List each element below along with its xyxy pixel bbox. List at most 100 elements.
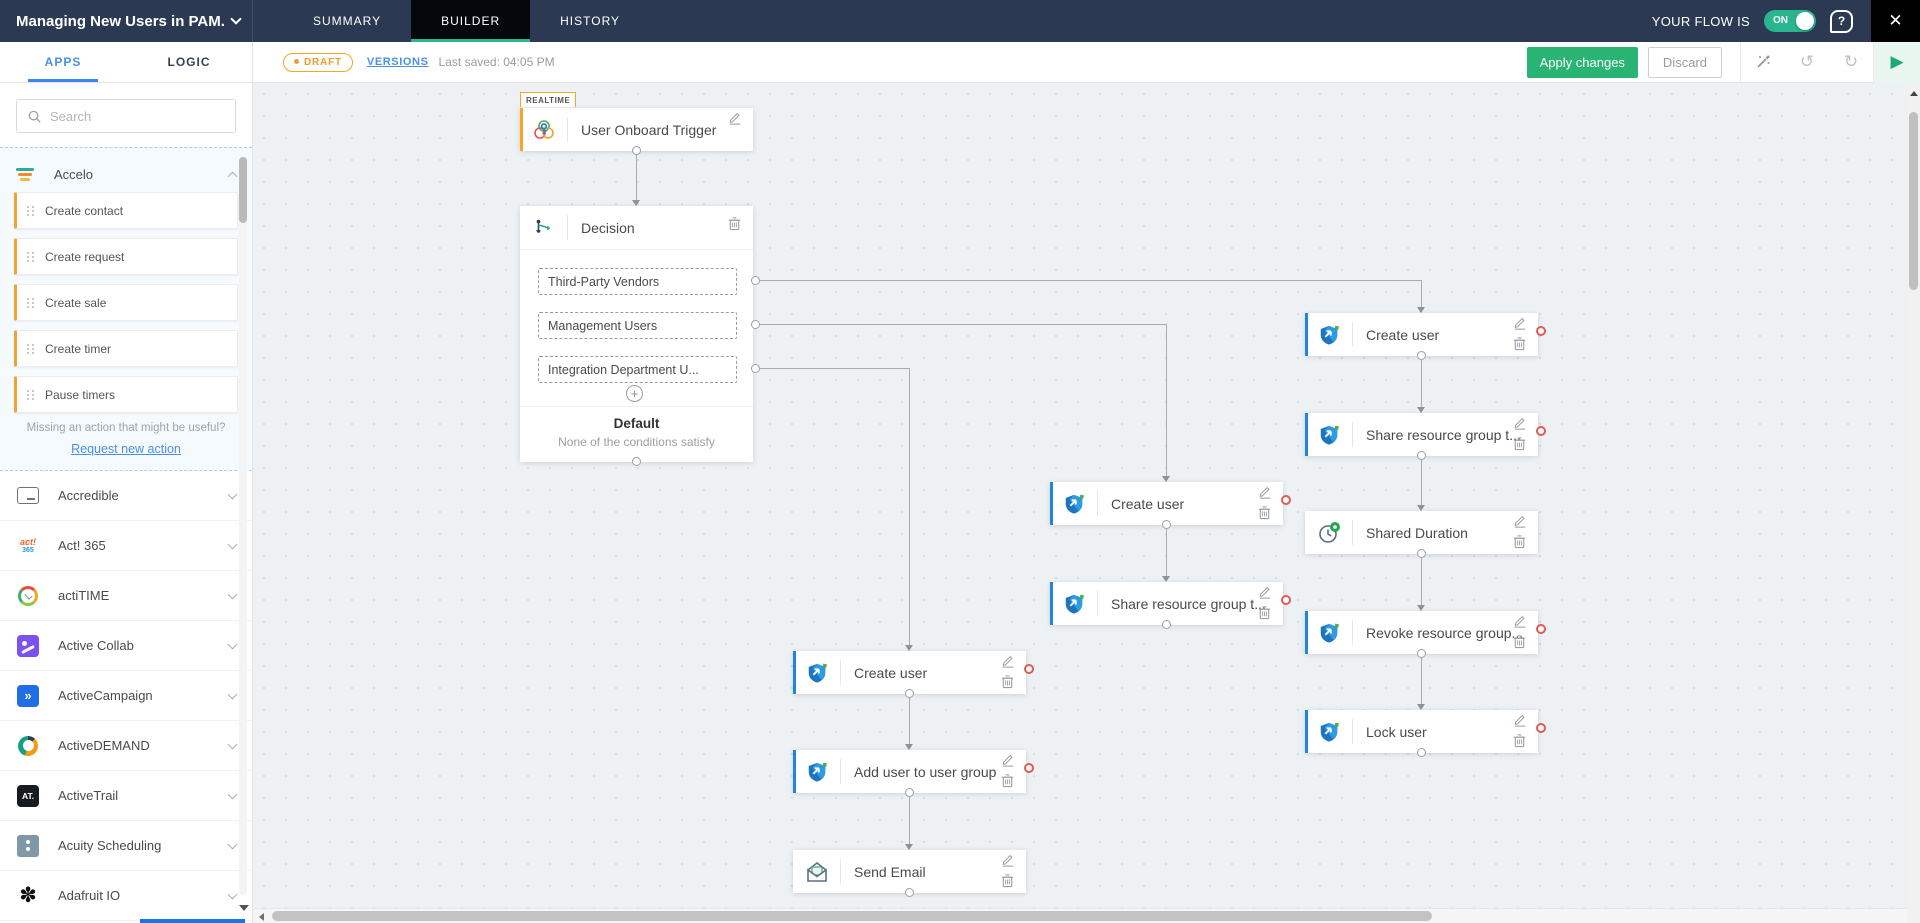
sidebar-scrollbar[interactable] [239, 157, 247, 895]
scroll-up-icon[interactable] [1910, 91, 1918, 96]
close-icon[interactable]: ✕ [1871, 0, 1920, 42]
node-shared-duration[interactable]: Shared Duration [1305, 511, 1538, 554]
flow-title-menu[interactable]: Managing New Users in PAM... [0, 0, 253, 42]
output-port[interactable] [1417, 649, 1426, 658]
node-share-resource-group[interactable]: Share resource group t... [1050, 582, 1291, 625]
action-create-contact[interactable]: Create contact [14, 192, 238, 229]
node-create-user[interactable]: Create user [793, 651, 1034, 694]
undo-icon[interactable]: ↺ [1799, 52, 1815, 71]
output-port[interactable] [1162, 520, 1171, 529]
discard-button[interactable]: Discard [1647, 46, 1722, 78]
sidebar-item-accelo[interactable]: Accelo [0, 156, 252, 192]
flow-on-toggle[interactable]: ON [1764, 10, 1816, 32]
sidebar-item-actitime[interactable]: actiTIME [0, 571, 252, 621]
hscroll-thumb[interactable] [272, 911, 1432, 921]
branch-port[interactable] [751, 364, 760, 373]
delete-icon[interactable] [1512, 436, 1527, 451]
edit-icon[interactable] [1513, 713, 1527, 727]
action-label: Create request [45, 249, 125, 264]
sidebar-scroll-thumb[interactable] [239, 157, 247, 223]
output-port[interactable] [632, 457, 641, 466]
output-port[interactable] [632, 146, 641, 155]
canvas-vertical-scrollbar[interactable] [1907, 83, 1920, 923]
sidebar-item-act-365[interactable]: act!365 Act! 365 [0, 521, 252, 571]
branch-port[interactable] [751, 320, 760, 329]
vscroll-thumb[interactable] [1909, 112, 1918, 290]
delete-icon[interactable] [1257, 605, 1272, 620]
delete-icon[interactable] [1512, 634, 1527, 649]
output-port[interactable] [1417, 351, 1426, 360]
sidebar-item-active-collab[interactable]: Active Collab [0, 621, 252, 671]
sidebar-item-activetrail[interactable]: AT. ActiveTrail [0, 771, 252, 821]
output-port[interactable] [905, 888, 914, 897]
branch-management-users[interactable]: Management Users [538, 312, 737, 339]
redo-icon[interactable]: ↻ [1843, 52, 1859, 71]
delete-icon[interactable] [1257, 505, 1272, 520]
flow-canvas[interactable]: REALTIME User Onboard Trigger Decision T… [253, 83, 1920, 923]
sidebar-item-accredible[interactable]: Accredible [0, 471, 252, 521]
edit-icon[interactable] [1001, 853, 1015, 867]
scroll-left-icon[interactable] [259, 913, 264, 921]
help-icon[interactable]: ? [1830, 9, 1853, 33]
edit-icon[interactable] [1513, 614, 1527, 628]
tab-builder[interactable]: BUILDER [411, 0, 531, 42]
sidebar-item-activedemand[interactable]: ActiveDEMAND [0, 721, 252, 771]
apply-changes-button[interactable]: Apply changes [1526, 46, 1638, 78]
node-create-user[interactable]: Create user [1050, 482, 1291, 525]
node-lock-user[interactable]: Lock user [1305, 710, 1546, 753]
node-revoke-resource-group[interactable]: Revoke resource group... [1305, 611, 1546, 654]
node-decision[interactable]: Decision Third-Party Vendors Management … [520, 206, 753, 462]
sidebar-scroll-down-icon[interactable] [239, 905, 249, 911]
edit-icon[interactable] [1513, 514, 1527, 528]
sidebar-item-activecampaign[interactable]: » ActiveCampaign [0, 671, 252, 721]
default-branch[interactable]: Default None of the conditions satisfy [520, 406, 753, 449]
tab-logic[interactable]: LOGIC [167, 55, 211, 69]
output-port[interactable] [1162, 620, 1171, 629]
node-send-email[interactable]: Send Email [793, 850, 1026, 893]
versions-link[interactable]: VERSIONS [366, 56, 429, 68]
output-port[interactable] [905, 689, 914, 698]
edit-icon[interactable] [1001, 654, 1015, 668]
delete-icon[interactable] [1512, 336, 1527, 351]
tab-summary[interactable]: SUMMARY [313, 14, 382, 28]
action-create-request[interactable]: Create request [14, 238, 238, 275]
search-input[interactable] [50, 108, 225, 124]
action-pause-timers[interactable]: Pause timers [14, 376, 238, 413]
branch-integration-department[interactable]: Integration Department U... [538, 356, 737, 383]
output-port[interactable] [1417, 549, 1426, 558]
output-port[interactable] [905, 788, 914, 797]
output-port[interactable] [1417, 748, 1426, 757]
node-create-user[interactable]: Create user [1305, 313, 1546, 356]
run-flow-button[interactable]: ▶ [1873, 41, 1920, 83]
delete-icon[interactable] [1000, 773, 1015, 788]
branch-third-party-vendors[interactable]: Third-Party Vendors [538, 268, 737, 295]
tab-apps[interactable]: APPS [0, 42, 126, 82]
action-create-timer[interactable]: Create timer [14, 330, 238, 367]
delete-icon[interactable] [1000, 674, 1015, 689]
action-create-sale[interactable]: Create sale [14, 284, 238, 321]
output-port[interactable] [1417, 451, 1426, 460]
add-branch-icon[interactable]: + [626, 385, 643, 402]
app-name: Act! 365 [58, 538, 106, 553]
edit-icon[interactable] [1513, 316, 1527, 330]
delete-icon[interactable] [727, 216, 742, 231]
canvas-horizontal-scrollbar[interactable] [253, 908, 1907, 923]
sidebar-hscroll-thumb[interactable] [140, 919, 245, 923]
request-new-action-link[interactable]: Request new action [71, 442, 181, 456]
branch-port[interactable] [751, 276, 760, 285]
sidebar-item-acuity-scheduling[interactable]: Acuity Scheduling [0, 821, 252, 871]
edit-icon[interactable] [1258, 485, 1272, 499]
delete-icon[interactable] [1512, 534, 1527, 549]
tab-history[interactable]: HISTORY [560, 14, 621, 28]
wand-icon[interactable] [1741, 42, 1785, 83]
edit-icon[interactable] [1513, 416, 1527, 430]
node-add-user-to-user-group[interactable]: Add user to user group [793, 750, 1034, 793]
delete-icon[interactable] [1512, 733, 1527, 748]
delete-icon[interactable] [1000, 873, 1015, 888]
node-user-onboard-trigger[interactable]: User Onboard Trigger [520, 108, 753, 151]
sidebar-item-adafruit-io[interactable]: ✽ Adafruit IO [0, 871, 252, 921]
edit-icon[interactable] [1258, 585, 1272, 599]
node-share-resource-group[interactable]: Share resource group t... [1305, 413, 1546, 456]
edit-icon[interactable] [728, 111, 742, 125]
edit-icon[interactable] [1001, 753, 1015, 767]
